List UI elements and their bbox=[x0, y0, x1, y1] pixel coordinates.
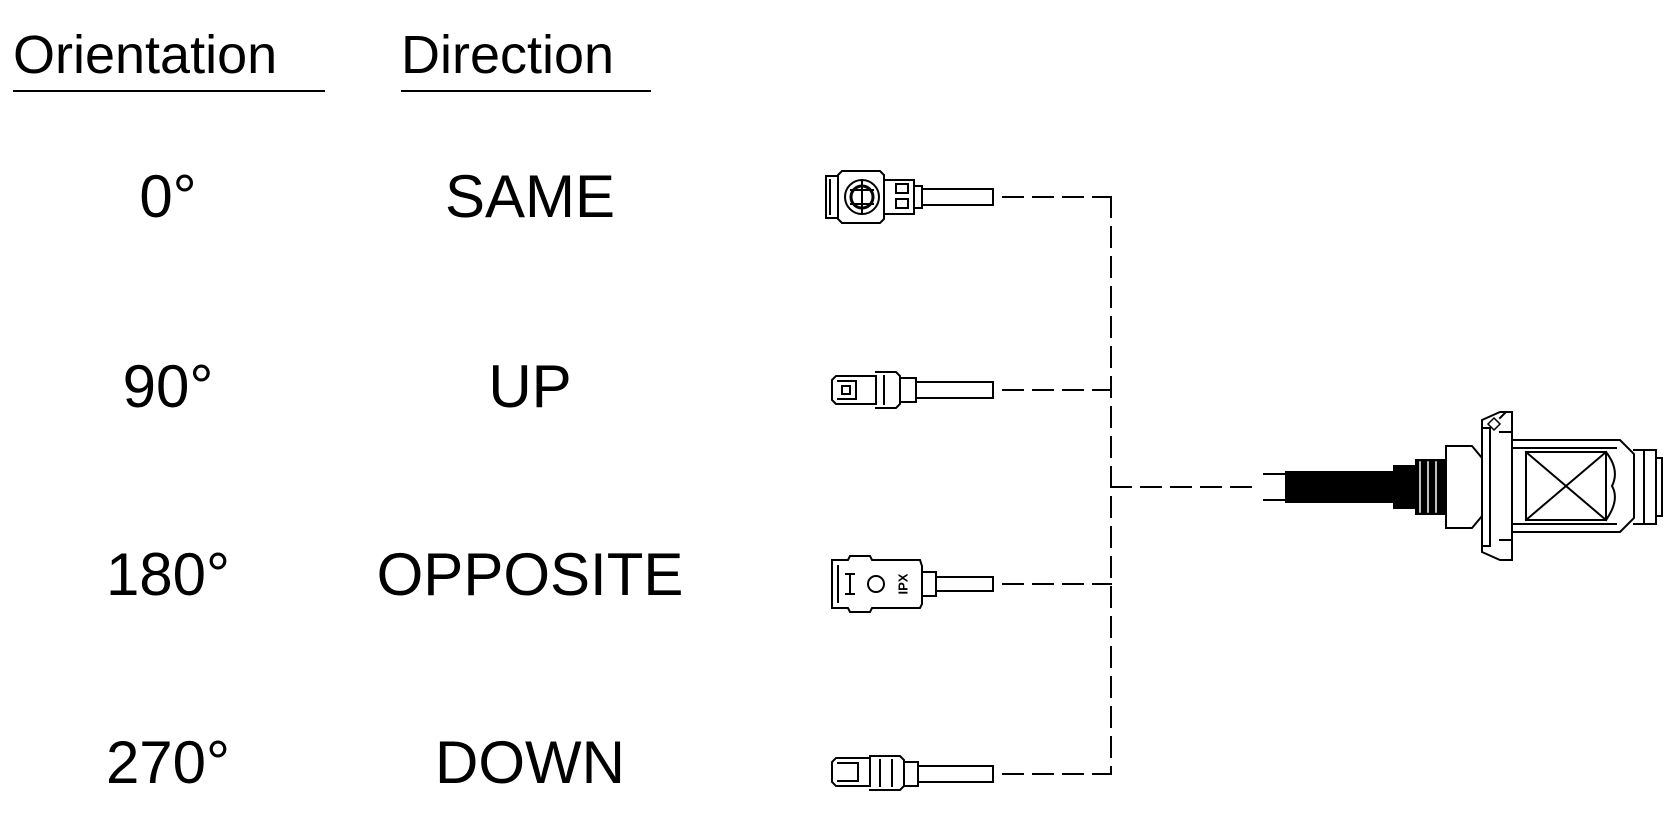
connector-90deg-up bbox=[831, 371, 994, 409]
row-0-orientation: 0° bbox=[139, 163, 197, 230]
panel-mount-connector bbox=[1263, 410, 1663, 561]
orientation-header-underline bbox=[13, 90, 325, 92]
row-1-direction: UP bbox=[488, 353, 572, 420]
connector-270deg-down bbox=[831, 755, 994, 791]
row-3-orientation: 270° bbox=[105, 729, 231, 796]
row-0-direction: SAME bbox=[444, 163, 616, 230]
row-1-orientation: 90° bbox=[122, 353, 214, 420]
dashed-routing-lines bbox=[1002, 196, 1261, 775]
connector-ipx-marking: IPX bbox=[895, 573, 910, 594]
row-2-orientation: 180° bbox=[105, 541, 231, 608]
row-3-direction: DOWN bbox=[435, 729, 625, 796]
connector-0deg-same bbox=[825, 170, 994, 224]
connector-180deg-opposite bbox=[831, 555, 994, 613]
orientation-header: Orientation bbox=[13, 25, 278, 85]
row-2-direction: OPPOSITE bbox=[376, 541, 684, 608]
direction-header: Direction bbox=[401, 25, 615, 85]
direction-header-underline bbox=[401, 90, 651, 92]
